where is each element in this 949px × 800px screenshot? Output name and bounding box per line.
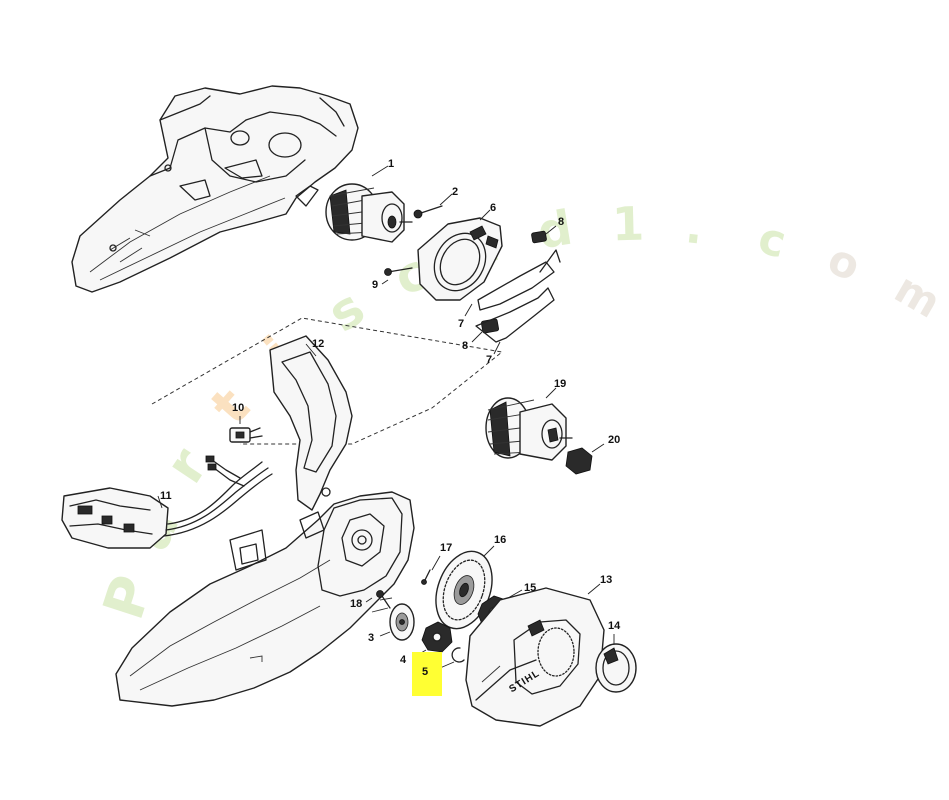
lower-motor-housing xyxy=(115,487,415,707)
watermark-letter: m xyxy=(886,263,949,329)
part-8-brush-upper xyxy=(531,225,557,244)
callout-15[interactable]: 15 xyxy=(524,582,537,594)
part-6-brush-holder xyxy=(417,209,503,301)
callout-3[interactable]: 3 xyxy=(368,632,375,644)
part-7-brush-springs xyxy=(464,249,561,355)
callout-11[interactable]: 11 xyxy=(160,490,172,502)
callout-2[interactable]: 2 xyxy=(452,186,459,198)
callout-7-upper[interactable]: 7 xyxy=(458,318,465,330)
watermark-letter: c xyxy=(752,212,791,269)
part-19-field-winding xyxy=(485,387,573,461)
callout-16[interactable]: 16 xyxy=(494,534,507,546)
callout-4[interactable]: 4 xyxy=(400,654,407,666)
callout-19[interactable]: 19 xyxy=(554,378,567,390)
callout-14[interactable]: 14 xyxy=(608,620,621,632)
callout-10[interactable]: 10 xyxy=(232,402,245,414)
callout-1[interactable]: 1 xyxy=(388,158,395,170)
callout-6[interactable]: 6 xyxy=(490,202,497,214)
part-17-pin xyxy=(421,555,441,585)
callout-13[interactable]: 13 xyxy=(600,574,613,586)
diagram-drawing xyxy=(61,85,637,727)
watermark-letter: . xyxy=(682,200,706,255)
callout-20[interactable]: 20 xyxy=(608,434,621,446)
part-5-highlight xyxy=(412,652,442,696)
callout-9[interactable]: 9 xyxy=(372,279,379,291)
part-20-coupling xyxy=(565,443,605,475)
callout-8-upper[interactable]: 8 xyxy=(558,216,565,228)
part-18-screw xyxy=(365,590,391,609)
part-9-screw xyxy=(381,267,413,285)
callout-12[interactable]: 12 xyxy=(312,338,325,350)
callout-5[interactable]: 5 xyxy=(422,666,429,678)
parts-diagram: Partiscad1.com xyxy=(61,85,949,727)
callout-17[interactable]: 17 xyxy=(440,542,453,554)
part-3-washer-plate xyxy=(379,603,415,641)
part-1-armature xyxy=(325,165,413,243)
callout-7-lower[interactable]: 7 xyxy=(486,354,493,366)
callout-8-lower[interactable]: 8 xyxy=(462,340,469,352)
part-11-cable-assembly xyxy=(61,455,273,549)
watermark-letter: o xyxy=(820,234,868,293)
part-12-handle xyxy=(269,335,353,511)
assembly-boundary-dashed xyxy=(151,317,504,445)
part-5-circlip xyxy=(439,647,465,669)
part-2-screw xyxy=(413,193,453,219)
part-4-chain-sprocket xyxy=(415,621,453,657)
part-10-switch xyxy=(229,416,263,443)
upper-motor-housing xyxy=(71,85,359,293)
part-14-side-cap xyxy=(595,634,637,693)
part-16-gear-wheel xyxy=(435,545,495,630)
callout-18[interactable]: 18 xyxy=(350,598,363,610)
